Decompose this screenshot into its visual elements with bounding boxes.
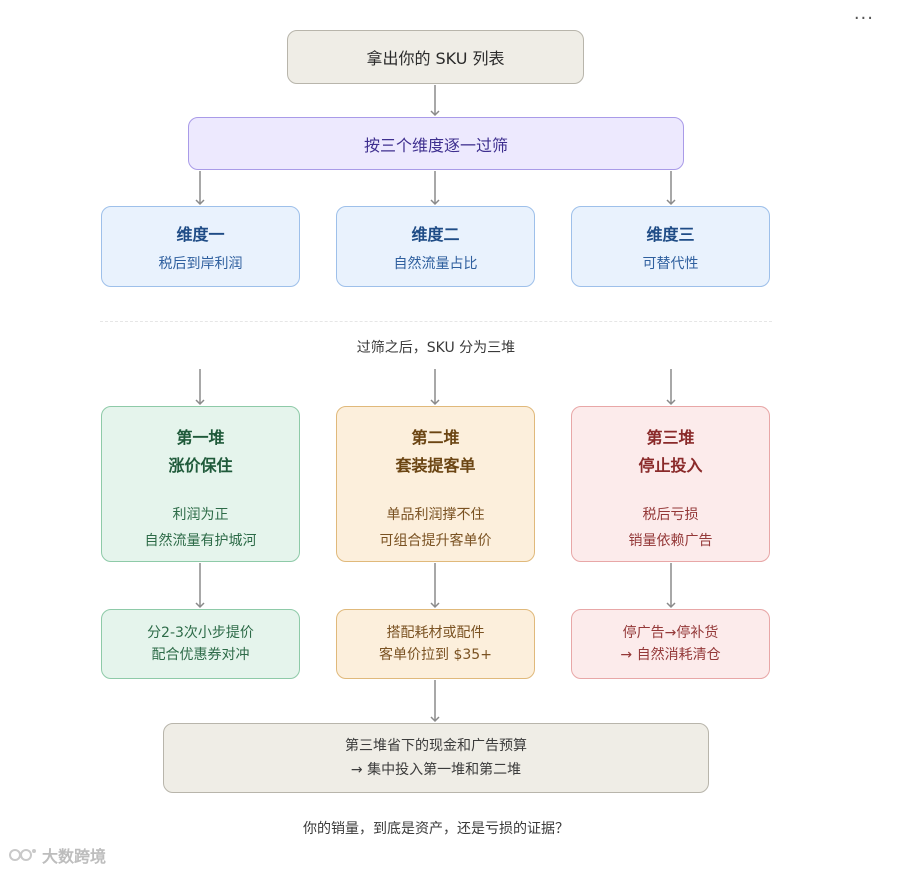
pile-action: 停止投入: [638, 456, 703, 475]
closing-question: 你的销量，到底是资产，还是亏损的证据？: [303, 821, 569, 837]
final-node: 第三堆省下的现金和广告预算 → 集中投入第一堆和第二堆: [163, 723, 709, 793]
dimension-desc: 税后到岸利润: [158, 255, 243, 272]
pile-name: 第三堆: [646, 428, 695, 447]
dimension-desc: 可替代性: [642, 255, 699, 272]
pile-action: 套装提客单: [395, 456, 476, 475]
start-node: 拿出你的 SKU 列表: [287, 30, 584, 84]
dimension-title: 维度三: [646, 224, 695, 244]
action-line: 客单价拉到 $35+: [379, 647, 492, 663]
pile-node-3: 第三堆 停止投入 税后亏损 销量依赖广告: [571, 406, 770, 562]
final-line: 第三堆省下的现金和广告预算: [345, 738, 527, 754]
action-line: 分2-3次小步提价: [147, 625, 254, 641]
pile-reason: 可组合提升客单价: [379, 533, 492, 549]
dimension-node-2: 维度二 自然流量占比: [336, 206, 535, 287]
pile-reason: 销量依赖广告: [628, 533, 713, 549]
filter-node: 按三个维度逐一过筛: [188, 117, 684, 170]
action-line: 配合优惠券对冲: [151, 647, 250, 663]
action-line: → 自然消耗清仓: [620, 647, 721, 663]
dimension-title: 维度一: [176, 224, 225, 244]
action-node-2: 搭配耗材或配件 客单价拉到 $35+: [336, 609, 535, 679]
more-horizontal-icon[interactable]: ···: [853, 8, 874, 29]
split-label: 过筛之后，SKU 分为三堆: [356, 340, 516, 356]
pile-reason: 单品利润撑不住: [386, 507, 485, 523]
section-divider: [100, 321, 772, 322]
action-node-1: 分2-3次小步提价 配合优惠券对冲: [101, 609, 300, 679]
pile-node-1: 第一堆 涨价保住 利润为正 自然流量有护城河: [101, 406, 300, 562]
pile-reason: 税后亏损: [642, 507, 699, 523]
pile-node-2: 第二堆 套装提客单 单品利润撑不住 可组合提升客单价: [336, 406, 535, 562]
dimension-node-3: 维度三 可替代性: [571, 206, 770, 287]
filter-node-label: 按三个维度逐一过筛: [363, 135, 508, 155]
dimension-desc: 自然流量占比: [393, 255, 478, 272]
watermark: 大数跨境: [8, 843, 106, 867]
action-line: 停广告→停补货: [622, 625, 719, 641]
pile-name: 第一堆: [176, 428, 225, 447]
pile-reason: 利润为正: [172, 507, 229, 523]
start-node-label: 拿出你的 SKU 列表: [366, 49, 505, 68]
action-node-3: 停广告→停补货 → 自然消耗清仓: [571, 609, 770, 679]
dimension-title: 维度二: [411, 224, 460, 244]
final-line: → 集中投入第一堆和第二堆: [350, 762, 522, 778]
pile-reason: 自然流量有护城河: [144, 533, 257, 549]
brand-logo-icon: [9, 849, 36, 861]
pile-name: 第二堆: [411, 428, 460, 447]
watermark-text: 大数跨境: [42, 847, 107, 866]
action-line: 搭配耗材或配件: [386, 625, 485, 641]
pile-action: 涨价保住: [168, 456, 233, 475]
dimension-node-1: 维度一 税后到岸利润: [101, 206, 300, 287]
